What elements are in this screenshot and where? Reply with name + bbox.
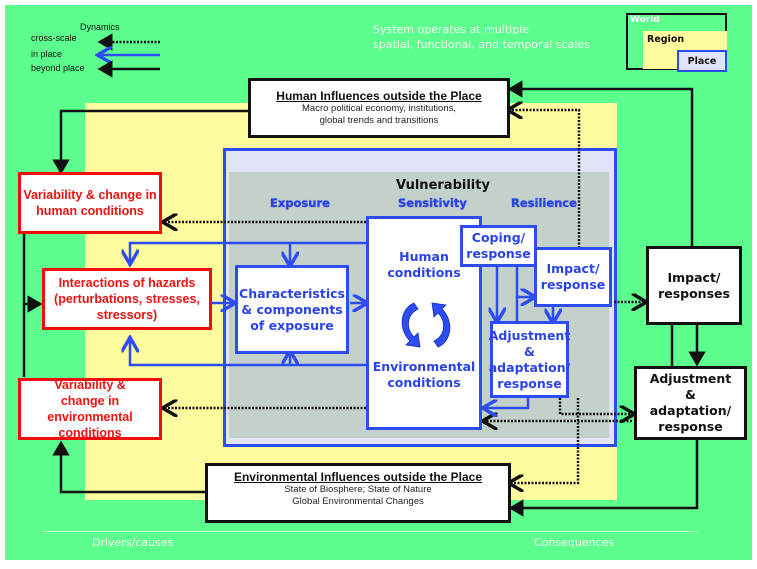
arrow-adjust-to-conditions [485,398,530,408]
consequences-label: Consequences [534,536,615,549]
scale-inset-world: World Region Place [626,13,727,72]
legend-label-beyond-place: beyond place [31,63,85,73]
adjustment-response-box: Adjustment & adaptation/ response [489,321,570,398]
scale-note-line2: spatial, functional, and temporal scales [373,38,590,51]
env-influences-box: Environmental Influences outside the Pla… [205,463,511,523]
cycle-arrows-icon [401,302,451,348]
env-influences-title: Environmental Influences outside the Pla… [233,470,483,484]
scale-inset-world-label: World [630,15,660,25]
arrow-coping-to-impact [515,265,533,297]
human-variability-box: Variability & change in human conditions [18,172,162,234]
coping-response-box: Coping/ response [460,225,537,267]
human-influences-title: Human Influences outside the Place [276,89,482,103]
arrow-resilience-to-human-influences [510,110,581,248]
human-influences-line2: global trends and transitions [319,115,439,126]
adjustment-adaptation-box: Adjustment & adaptation/ response [634,366,747,440]
arrow-to-env-influences [511,398,580,483]
legend-label-cross-scale: cross-scale [31,33,77,43]
drivers-causes-label: Drivers/causes [92,536,174,549]
env-influences-line2: Global Environmental Changes [292,496,424,507]
impact-responses-box: Impact/ responses [646,246,742,325]
human-influences-line1: Macro political economy, institutions, [302,103,456,114]
impact-response-box: Impact/ response [534,247,612,307]
resilience-heading: Resilience [511,196,577,210]
environmental-conditions-label: Environmental conditions [372,359,476,390]
arrow-adjust-to-adjust-outer [558,398,632,414]
arrow-impact-to-human-influences [507,80,694,246]
exposure-characteristics-box: Characteristics & components of exposure [235,265,349,354]
scale-note-line1: System operates at multiple [373,23,530,36]
exposure-heading: Exposure [270,196,330,210]
vulnerability-title: Vulnerability [396,178,490,193]
human-influences-box: Human Influences outside the Place Macro… [248,78,510,138]
env-influences-line1: State of Biosphere; State of Nature [284,484,432,495]
legend-title: Dynamics [80,22,120,32]
sensitivity-heading: Sensitivity [398,196,467,210]
scale-inset-region-label: Region [647,34,685,45]
arrow-human-var-to-hazards [22,233,43,313]
hazards-box: Interactions of hazards (perturbations, … [42,268,212,330]
scale-note: System operates at multiple spatial, fun… [373,22,590,52]
arrow-human-influences-to-human-var [52,109,248,175]
footer-divider [42,531,697,532]
scale-inset-place: Place [677,50,727,72]
arrow-env-influences-to-env-var [52,440,205,494]
blue-loop-top [130,241,368,262]
arrow-adjustment-to-env-influences [508,439,699,517]
env-variability-box: Variability & change in environmental co… [18,378,162,440]
legend-label-in-place: in place [31,49,63,59]
human-conditions-label: Human conditions [387,249,461,280]
